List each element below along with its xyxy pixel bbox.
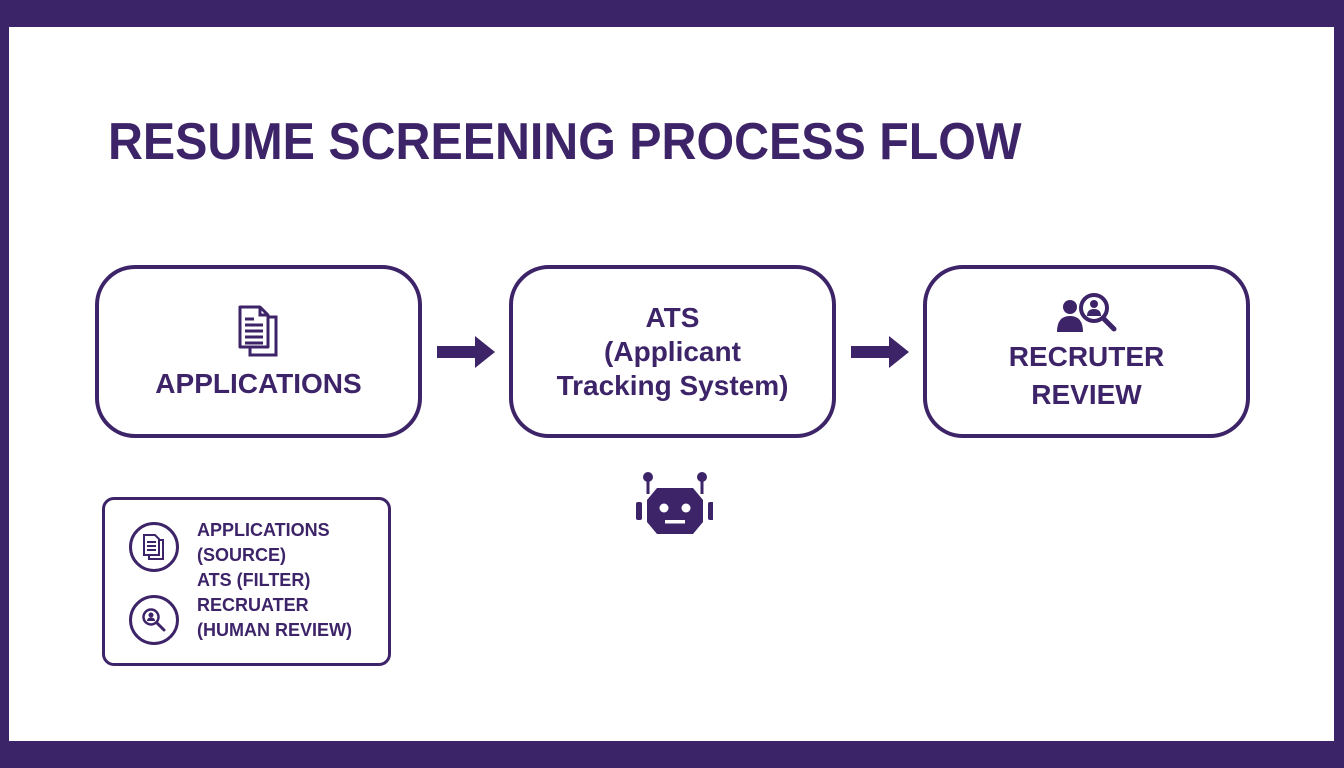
step-recruiter-label-line2: REVIEW: [1031, 378, 1142, 410]
step-ats-label-line3: Tracking System): [556, 369, 789, 401]
step-recruiter-review: RECRUTER REVIEW: [923, 265, 1250, 438]
legend: APPLICATIONS (SOURCE) ATS (FILTER) RECRU…: [102, 497, 391, 666]
legend-line: ATS (FILTER): [197, 570, 311, 590]
legend-line: (HUMAN REVIEW): [197, 620, 352, 640]
arrow-right-icon: [851, 336, 909, 368]
legend-documents-badge: [129, 522, 179, 572]
arrow-right-icon: [437, 336, 495, 368]
step-ats-label-line2: (Applicant: [604, 335, 741, 367]
legend-line: RECRUATER: [197, 595, 309, 615]
documents-icon: [143, 534, 164, 560]
step-ats: ATS (Applicant Tracking System): [509, 265, 836, 438]
step-applications-label: APPLICATIONS: [155, 367, 362, 399]
diagram-title: RESUME SCREENING PROCESS FLOW: [108, 113, 1022, 171]
documents-icon: [238, 305, 277, 356]
legend-search-badge: [129, 595, 179, 645]
recruiter-search-icon: [1056, 292, 1116, 332]
robot-icon: [636, 472, 713, 534]
step-recruiter-label-line1: RECRUTER: [1008, 340, 1165, 372]
diagram-canvas: [9, 27, 1334, 741]
person-search-icon: [142, 608, 166, 632]
step-applications: APPLICATIONS: [95, 265, 422, 438]
legend-line: (SOURCE): [197, 545, 286, 565]
step-ats-label-line1: ATS: [645, 301, 700, 333]
legend-text: APPLICATIONS (SOURCE) ATS (FILTER) RECRU…: [197, 518, 352, 643]
legend-line: APPLICATIONS: [197, 520, 330, 540]
